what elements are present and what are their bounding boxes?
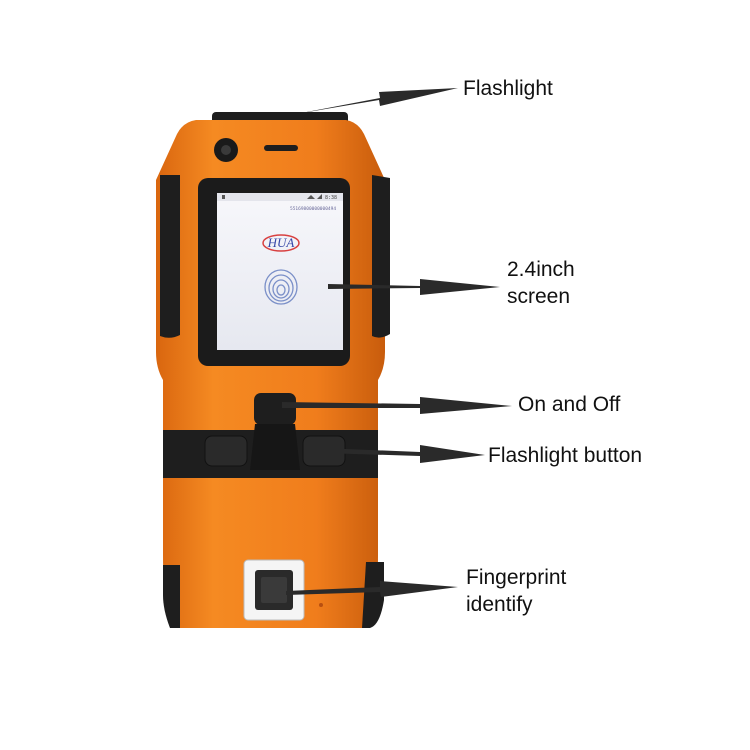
label-flashlight: Flashlight: [463, 77, 553, 100]
right-upper-bumper: [372, 175, 390, 338]
indicator-led: [319, 603, 323, 607]
label-power: On and Off: [518, 393, 621, 416]
status-time: 8:38: [325, 195, 337, 201]
arrow-screen: [328, 279, 500, 295]
left-upper-bumper: [160, 175, 180, 338]
label-identify: identify: [466, 593, 533, 616]
arrow-power: [282, 397, 512, 414]
fingerprint-icon: [264, 269, 298, 305]
label-flashlight-button: Flashlight button: [488, 444, 643, 467]
left-flashlight-button[interactable]: [204, 435, 248, 467]
label-fingerprint: Fingerprint: [466, 566, 567, 589]
device-serial: 55169800000000494: [290, 206, 336, 212]
label-screen-size: 2.4inch: [507, 258, 575, 281]
status-bar: [217, 193, 343, 201]
wifi-icon: [307, 195, 315, 199]
arrow-fingerprint: [286, 581, 458, 597]
right-lower-bumper: [362, 562, 384, 628]
display-screen: [217, 193, 343, 350]
logo-text: HUA: [267, 235, 295, 250]
arrow-flashlight: [296, 88, 458, 114]
label-screen: screen: [507, 285, 571, 308]
annotation-arrows: [282, 88, 512, 597]
battery-icon: [222, 195, 225, 199]
power-button[interactable]: [254, 393, 296, 425]
left-lower-bumper: [163, 565, 180, 628]
arrow-flash-button: [322, 445, 485, 463]
signal-icon: [317, 194, 322, 199]
center-bridge: [250, 424, 300, 470]
logo-swoosh: [262, 234, 300, 252]
speaker-grille-icon: [264, 145, 298, 151]
